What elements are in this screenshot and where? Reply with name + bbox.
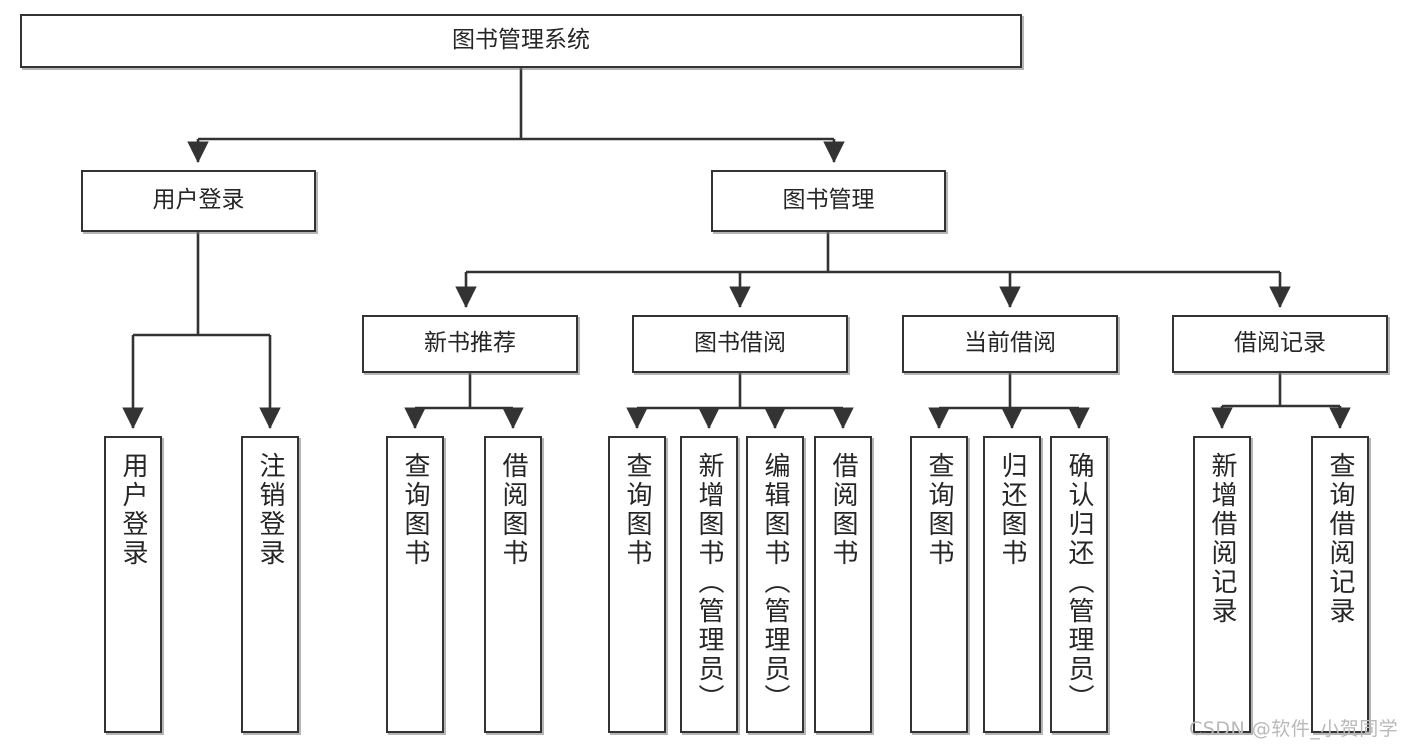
leaf-borrow-book[interactable]: 借阅图书 (814, 436, 872, 733)
leaf-borrow-book-recommend[interactable]: 借阅图书 (484, 436, 542, 733)
leaf-confirm-return-admin[interactable]: 确认归还（管理员） (1050, 436, 1108, 733)
leaf-return-book[interactable]: 归还图书 (983, 436, 1041, 733)
node-book-management-label: 图书管理 (782, 187, 875, 214)
node-user-login-label: 用户登录 (152, 187, 245, 214)
node-borrow-record[interactable]: 借阅记录 (1172, 315, 1388, 373)
leaf-borrow-book-recommend-label: 借阅图书 (498, 452, 528, 568)
node-book-management[interactable]: 图书管理 (711, 170, 946, 232)
leaf-query-book-borrow-label: 查询图书 (622, 452, 652, 568)
leaf-logout[interactable]: 注销登录 (241, 436, 299, 733)
leaf-add-borrow-record-label: 新增借阅记录 (1207, 452, 1237, 626)
leaf-add-book-admin[interactable]: 新增图书（管理员） (680, 436, 738, 733)
leaf-return-book-label: 归还图书 (997, 452, 1027, 568)
node-new-book-recommend[interactable]: 新书推荐 (362, 315, 578, 373)
leaf-query-book-recommend-label: 查询图书 (400, 452, 430, 568)
leaf-user-login-label: 用户登录 (118, 452, 148, 568)
watermark: CSDN @软件_小贺同学 (1189, 718, 1399, 740)
node-book-borrow-label: 图书借阅 (694, 330, 786, 357)
leaf-query-book-current[interactable]: 查询图书 (910, 436, 968, 733)
leaf-query-borrow-record-label: 查询借阅记录 (1325, 452, 1355, 626)
node-root-label: 图书管理系统 (452, 27, 590, 54)
leaf-borrow-book-label: 借阅图书 (828, 452, 858, 568)
leaf-confirm-return-admin-label: 确认归还（管理员） (1064, 452, 1094, 713)
node-book-borrow[interactable]: 图书借阅 (632, 315, 848, 373)
leaf-logout-label: 注销登录 (255, 452, 285, 568)
leaf-user-login[interactable]: 用户登录 (104, 436, 162, 733)
node-new-book-recommend-label: 新书推荐 (424, 330, 516, 357)
node-root[interactable]: 图书管理系统 (20, 14, 1022, 68)
leaf-query-borrow-record[interactable]: 查询借阅记录 (1311, 436, 1369, 733)
node-current-borrow-label: 当前借阅 (964, 330, 1056, 357)
leaf-add-borrow-record[interactable]: 新增借阅记录 (1193, 436, 1251, 733)
leaf-query-book-borrow[interactable]: 查询图书 (608, 436, 666, 733)
node-current-borrow[interactable]: 当前借阅 (902, 315, 1118, 373)
leaf-query-book-current-label: 查询图书 (924, 452, 954, 568)
leaf-edit-book-admin-label: 编辑图书（管理员） (760, 452, 790, 713)
leaf-query-book-recommend[interactable]: 查询图书 (386, 436, 444, 733)
node-borrow-record-label: 借阅记录 (1234, 330, 1326, 357)
leaf-add-book-admin-label: 新增图书（管理员） (694, 452, 724, 713)
node-user-login[interactable]: 用户登录 (81, 170, 316, 232)
leaf-edit-book-admin[interactable]: 编辑图书（管理员） (746, 436, 804, 733)
